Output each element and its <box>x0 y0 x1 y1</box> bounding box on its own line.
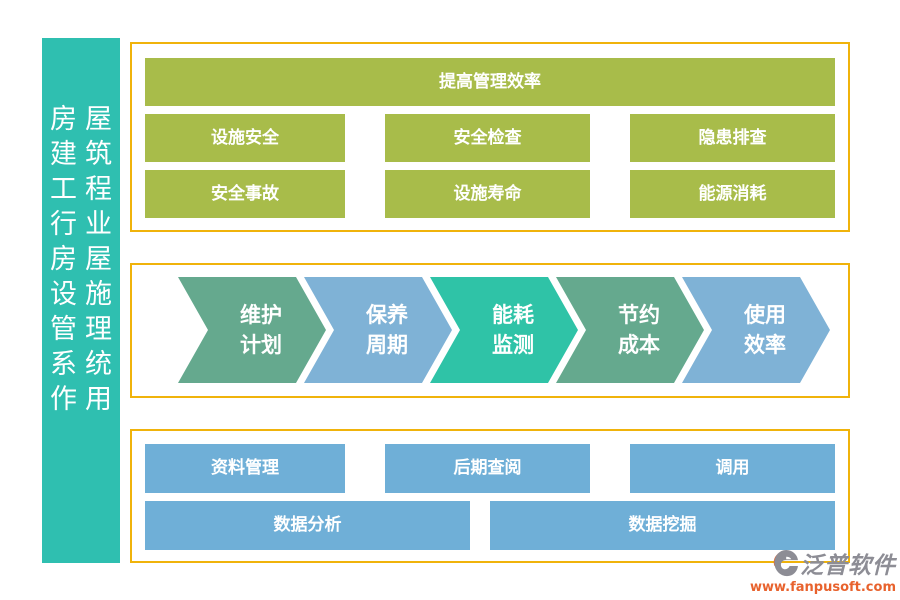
block-document-management: 资料管理 <box>145 444 345 493</box>
management-efficiency-panel: 提高管理效率 设施安全 安全检查 隐患排查 安全事故 设施寿命 能源消耗 <box>130 42 850 232</box>
block-facility-life: 设施寿命 <box>385 170 590 218</box>
flow-step-label: 计划 <box>240 332 282 357</box>
flow-step-usage-efficiency: 使用 效率 <box>682 277 830 383</box>
data-row-2: 数据分析 数据挖掘 <box>145 501 835 550</box>
title-row: 房屋 <box>50 244 120 275</box>
vendor-logo-row: 泛普软件 <box>750 546 896 580</box>
block-data-mining: 数据挖掘 <box>490 501 835 550</box>
efficiency-row-1: 设施安全 安全检查 隐患排查 <box>145 114 835 162</box>
flow-step-label: 保养 <box>366 301 408 327</box>
flow-step-energy-monitoring: 能耗 监测 <box>430 277 578 383</box>
block-safety-inspection: 安全检查 <box>385 114 590 162</box>
title-row: 设施 <box>50 279 120 310</box>
title-row: 作用 <box>50 384 120 415</box>
title-row: 建筑 <box>50 139 120 170</box>
flow-step-label: 维护 <box>240 301 282 327</box>
flow-step-maintenance-plan: 维护 计划 <box>178 277 326 383</box>
data-row-1: 资料管理 后期查阅 调用 <box>145 444 835 493</box>
block-later-review: 后期查阅 <box>385 444 590 493</box>
flow-step-label: 监测 <box>492 332 534 357</box>
flow-step-label: 成本 <box>618 332 660 357</box>
title-row: 行业 <box>50 209 120 240</box>
vendor-url: www.fanpusoft.com <box>749 580 896 595</box>
title-row: 房屋 <box>50 104 120 135</box>
data-management-panel: 资料管理 后期查阅 调用 数据分析 数据挖掘 <box>130 429 850 563</box>
flow-step-label: 效率 <box>744 332 786 357</box>
title-row: 系统 <box>50 349 120 380</box>
header-block-efficiency: 提高管理效率 <box>145 58 835 106</box>
block-energy-consumption: 能源消耗 <box>630 170 835 218</box>
block-recall: 调用 <box>630 444 835 493</box>
title-row: 管理 <box>50 314 120 345</box>
vendor-logo: 泛普软件 www.fanpusoft.com <box>750 546 896 595</box>
block-facility-safety: 设施安全 <box>145 114 345 162</box>
block-data-analysis: 数据分析 <box>145 501 470 550</box>
flow-step-label: 周期 <box>366 332 408 357</box>
process-flow-panel: 维护 计划 保养 周期 能耗 监测 节约 成本 使用 效率 <box>130 263 850 398</box>
title-row: 工程 <box>50 174 120 205</box>
flow-step-upkeep-cycle: 保养 周期 <box>304 277 452 383</box>
flow-step-label: 使用 <box>744 301 786 327</box>
flow-step-cost-saving: 节约 成本 <box>556 277 704 383</box>
block-hazard-check: 隐患排查 <box>630 114 835 162</box>
efficiency-row-2: 安全事故 设施寿命 能源消耗 <box>145 170 835 218</box>
vendor-logo-icon <box>771 549 798 578</box>
flow-step-label: 节约 <box>618 301 660 327</box>
flow-step-label: 能耗 <box>492 301 534 327</box>
vertical-title-banner: 房屋 建筑 工程 行业 房屋 设施 管理 系统 作用 <box>42 38 120 563</box>
vendor-name: 泛普软件 <box>800 552 896 579</box>
block-safety-accident: 安全事故 <box>145 170 345 218</box>
chevron-flow: 维护 计划 保养 周期 能耗 监测 节约 成本 使用 效率 <box>178 277 830 383</box>
